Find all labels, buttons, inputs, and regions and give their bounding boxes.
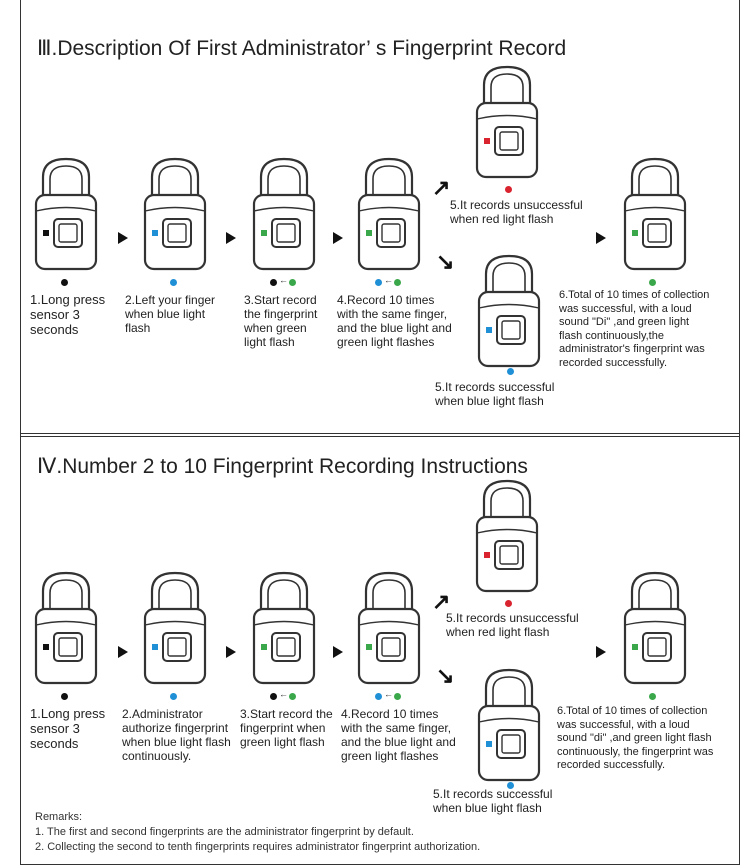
indicator-light-icon xyxy=(375,693,382,700)
indicator-light-icon xyxy=(649,279,656,286)
remarks-heading: Remarks: xyxy=(35,811,83,823)
padlock-icon xyxy=(252,155,316,273)
padlock-icon xyxy=(143,569,207,687)
indicator-light-icon xyxy=(505,600,512,607)
indicator-light-icon xyxy=(61,279,68,286)
indicator-light-icon xyxy=(375,279,382,286)
section-4-title: Ⅳ.Number 2 to 10 Fingerprint Recording I… xyxy=(37,455,528,478)
indicator-light-icon xyxy=(505,186,512,193)
right-arrow-icon xyxy=(118,646,128,658)
small-arrow-icon: ← xyxy=(279,689,288,699)
indicator-light-icon xyxy=(394,279,401,286)
padlock-icon xyxy=(34,155,98,273)
padlock-icon xyxy=(357,155,421,273)
diagonal-arrow-up-icon: ↗ xyxy=(432,589,451,614)
indicator-light-icon xyxy=(170,279,177,286)
padlock-icon xyxy=(34,569,98,687)
small-arrow-icon: ← xyxy=(384,275,393,285)
indicator-light-icon xyxy=(170,693,177,700)
small-arrow-icon: ← xyxy=(279,275,288,285)
small-arrow-icon: ← xyxy=(384,689,393,699)
diagonal-arrow-down-icon: ↘ xyxy=(436,663,455,688)
indicator-light-icon xyxy=(270,693,277,700)
padlock-icon xyxy=(477,252,541,370)
padlock-icon xyxy=(143,155,207,273)
indicator-light-icon xyxy=(507,368,514,375)
indicator-light-icon xyxy=(61,693,68,700)
indicator-light-icon xyxy=(394,693,401,700)
indicator-light-icon xyxy=(507,782,514,789)
padlock-icon xyxy=(477,666,541,784)
indicator-light-icon xyxy=(289,693,296,700)
indicator-light-icon xyxy=(289,279,296,286)
remarks: Remarks: 1. The first and second fingerp… xyxy=(35,810,480,855)
padlock-icon xyxy=(357,569,421,687)
padlock-icon xyxy=(475,477,539,595)
right-arrow-icon xyxy=(596,232,606,244)
right-arrow-icon xyxy=(333,646,343,658)
padlock-icon xyxy=(475,63,539,181)
diagonal-arrow-up-icon: ↗ xyxy=(432,175,451,200)
padlock-icon xyxy=(252,569,316,687)
right-arrow-icon xyxy=(226,232,236,244)
right-arrow-icon xyxy=(333,232,343,244)
diagonal-arrow-down-icon: ↘ xyxy=(436,249,455,274)
remark-item: 2. Collecting the second to tenth finger… xyxy=(35,841,481,853)
padlock-icon xyxy=(623,569,687,687)
section-3-frame xyxy=(20,0,740,437)
right-arrow-icon xyxy=(596,646,606,658)
right-arrow-icon xyxy=(118,232,128,244)
remark-item: 1. The first and second fingerprints are… xyxy=(35,826,414,838)
indicator-light-icon xyxy=(270,279,277,286)
padlock-icon xyxy=(623,155,687,273)
section-3-title: Ⅲ.Description Of First Administrator’ s … xyxy=(37,37,567,60)
right-arrow-icon xyxy=(226,646,236,658)
indicator-light-icon xyxy=(649,693,656,700)
